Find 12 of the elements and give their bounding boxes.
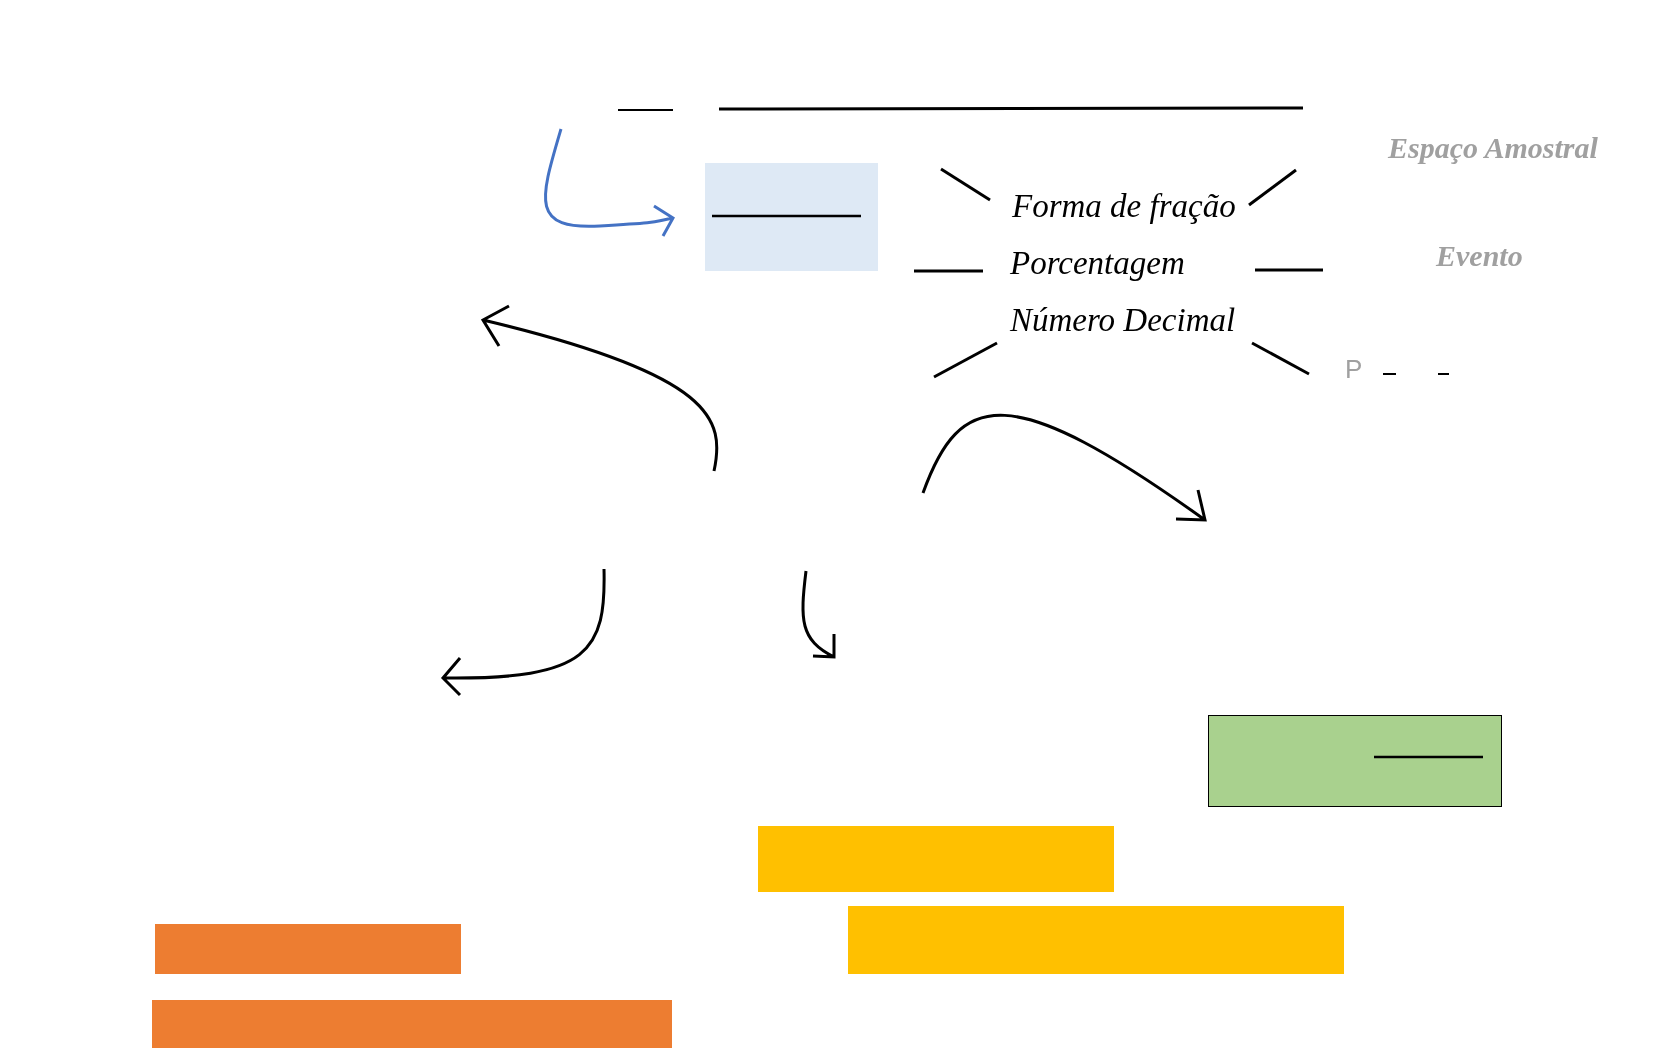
empty-box	[152, 1000, 672, 1048]
empty-box	[848, 906, 1344, 974]
empty-box	[155, 924, 461, 974]
label-text: Forma de fração	[1012, 190, 1236, 223]
label-text: Número Decimal	[1010, 304, 1236, 337]
empty-box	[705, 163, 878, 271]
label-text: P	[1345, 356, 1363, 382]
label-text: Evento	[1436, 241, 1523, 271]
label-text: Porcentagem	[1010, 247, 1185, 280]
label-text: Espaço Amostral	[1388, 133, 1598, 163]
empty-box	[1208, 715, 1502, 807]
empty-box	[758, 826, 1114, 892]
